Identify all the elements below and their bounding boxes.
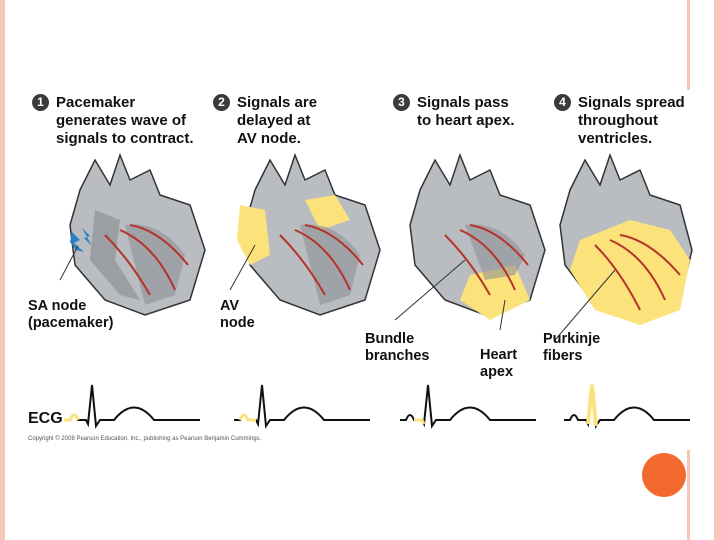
ecg-trace-4 [564, 384, 690, 429]
step-number-2: 2 [213, 94, 230, 111]
sa-node-label: SA node (pacemaker) [28, 298, 114, 331]
ecg-label: ECG [28, 410, 63, 427]
copyright-notice: Copyright © 2008 Pearson Education, Inc.… [28, 436, 262, 442]
sa-node-signal [70, 228, 92, 252]
step-title-2: Signals are delayed at AV node. [237, 94, 318, 147]
ecg-trace-2 [234, 384, 370, 429]
ecg-trace-3 [400, 384, 536, 429]
heart-panel-4 [554, 152, 693, 341]
orange-accent-circle [642, 453, 686, 497]
right-border-stripe-inner [687, 0, 690, 90]
bundle-branches-label: Bundle branches [365, 331, 430, 364]
left-border-stripe [0, 0, 5, 540]
step-number-4: 4 [554, 94, 571, 111]
heart-panel-2 [229, 152, 381, 316]
step-number-3: 3 [393, 94, 410, 111]
heart-panel-3 [394, 152, 546, 331]
step-number-1: 1 [32, 94, 49, 111]
heart-apex-label: Heart apex [480, 347, 518, 380]
step-title-1: Pacemaker generates wave of signals to c… [56, 94, 194, 147]
purkinje-fibers-label: Purkinje fibers [543, 331, 601, 364]
av-node-label: AV node [220, 298, 255, 331]
ecg-trace-1 [64, 384, 200, 429]
right-border-stripe-outer [714, 0, 720, 540]
step-title-4: Signals spread throughout ventricles. [578, 94, 685, 147]
step-title-3: Signals pass to heart apex. [417, 94, 515, 129]
right-border-stripe-inner-lower [687, 450, 690, 540]
heart-panel-1 [59, 152, 206, 316]
